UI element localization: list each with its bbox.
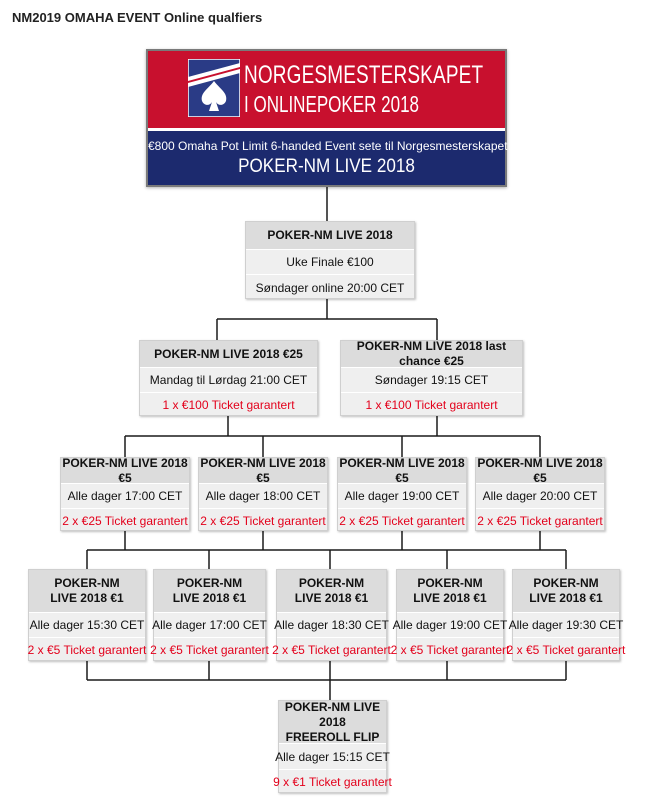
box-schedule: Alle dager 15:30 CET (29, 612, 145, 637)
box-title-line1: POKER-NM (54, 576, 120, 590)
box-title: POKER-NM LIVE 2018 (246, 222, 414, 249)
box-prize: 2 x €5 Ticket garantert (150, 637, 269, 662)
box-title: POKER-NM LIVE 2018 €1 (277, 570, 386, 612)
box-schedule: Søndager 19:15 CET (341, 367, 522, 392)
event-banner: NORGESMESTERSKAPET I ONLINEPOKER 2018 €8… (146, 49, 514, 187)
box-schedule: Mandag til Lørdag 21:00 CET (140, 367, 317, 392)
banner-main-title: POKER-NM LIVE 2018 (238, 156, 415, 177)
box-prize: 2 x €5 Ticket garantert (391, 637, 509, 662)
page-title: NM2019 OMAHA EVENT Online qualfiers (12, 10, 263, 25)
satellite-box-l4-4: POKER-NM LIVE 2018 €1 Alle dager 19:00 C… (391, 569, 509, 662)
box-schedule: Alle dager 18:00 CET (199, 483, 327, 508)
box-title-line1: POKER-NM (298, 576, 365, 590)
spade-logo-icon (188, 59, 240, 117)
satellite-box-l3-3: POKER-NM LIVE 2018 €5 Alle dager 19:00 C… (337, 455, 467, 532)
box-prize: 2 x €5 Ticket garantert (28, 637, 146, 662)
satellite-box-l4-5: POKER-NM LIVE 2018 €1 Alle dager 19:30 C… (507, 569, 625, 662)
box-title: POKER-NM LIVE 2018 €5 (476, 455, 604, 485)
box-prize: 1 x €100 Ticket garantert (341, 392, 522, 417)
banner-top: NORGESMESTERSKAPET I ONLINEPOKER 2018 (148, 51, 505, 128)
satellite-box-l4-2: POKER-NM LIVE 2018 €1 Alle dager 17:00 C… (150, 569, 269, 662)
box-prize: 2 x €25 Ticket garantert (338, 508, 466, 532)
box-title: POKER-NM LIVE 2018 €5 (61, 455, 189, 485)
box-prize: 2 x €25 Ticket garantert (199, 508, 327, 532)
satellite-box-l2-2: POKER-NM LIVE 2018 last chance €25 Sønda… (340, 339, 523, 417)
box-prize: 9 x €1 Ticket garantert (273, 769, 392, 794)
box-prize: 2 x €5 Ticket garantert (507, 637, 625, 662)
box-title-line2: LIVE 2018 €1 (294, 591, 369, 605)
box-title-line2: FREEROLL FLIP (285, 729, 380, 744)
box-prize: 2 x €5 Ticket garantert (272, 637, 391, 662)
satellite-box-l4-1: POKER-NM LIVE 2018 €1 Alle dager 15:30 C… (28, 569, 146, 661)
banner-bottom: €800 Omaha Pot Limit 6-handed Event sete… (148, 128, 514, 185)
box-schedule: Alle dager 15:15 CET (275, 743, 390, 769)
box-title: POKER-NM LIVE 2018 €1 (154, 570, 265, 612)
box-title-line1: POKER-NM (176, 576, 243, 590)
box-schedule: Alle dager 19:00 CET (338, 483, 466, 508)
box-info: Uke Finale €100 (246, 249, 414, 274)
box-title-line1: POKER-NM (417, 576, 483, 590)
box-title: POKER-NM LIVE 2018 €1 (513, 570, 619, 612)
banner-subtitle: €800 Omaha Pot Limit 6-handed Event sete… (148, 139, 514, 153)
box-title-line1: POKER-NM LIVE 2018 (284, 699, 381, 729)
satellite-box-l3-2: POKER-NM LIVE 2018 €5 Alle dager 18:00 C… (198, 455, 328, 532)
satellite-box-l3-1: POKER-NM LIVE 2018 €5 Alle dager 17:00 C… (60, 455, 190, 532)
satellite-box-l4-3: POKER-NM LIVE 2018 €1 Alle dager 18:30 C… (272, 569, 391, 662)
box-title-line2: LIVE 2018 €1 (172, 591, 247, 605)
box-schedule: Alle dager 20:00 CET (476, 483, 604, 508)
box-schedule: Alle dager 18:30 CET (274, 612, 389, 637)
box-schedule: Alle dager 19:00 CET (393, 612, 507, 637)
box-title: POKER-NM LIVE 2018 €5 (338, 455, 466, 485)
final-tournament-box: POKER-NM LIVE 2018 Uke Finale €100 Sønda… (245, 221, 415, 299)
box-schedule: Alle dager 17:00 CET (152, 612, 267, 637)
banner-title-line2: I ONLINEPOKER 2018 (244, 91, 420, 117)
box-title: POKER-NM LIVE 2018 €1 (397, 570, 503, 612)
box-title-line2: LIVE 2018 €1 (50, 591, 124, 605)
box-title: POKER-NM LIVE 2018 €1 (29, 570, 145, 612)
satellite-box-l3-4: POKER-NM LIVE 2018 €5 Alle dager 20:00 C… (475, 455, 605, 532)
box-title-line2: LIVE 2018 €1 (529, 591, 603, 605)
freeroll-box: POKER-NM LIVE 2018 FREEROLL FLIP Alle da… (273, 699, 392, 794)
box-prize: 1 x €100 Ticket garantert (140, 392, 317, 417)
box-title: POKER-NM LIVE 2018 FREEROLL FLIP (279, 699, 386, 744)
satellite-box-l2-1: POKER-NM LIVE 2018 €25 Mandag til Lørdag… (139, 340, 318, 416)
banner-title-line1: NORGESMESTERSKAPET (244, 61, 484, 89)
box-schedule: Alle dager 17:00 CET (61, 483, 189, 508)
box-prize: 2 x €25 Ticket garantert (61, 508, 189, 532)
box-title-line2: LIVE 2018 €1 (413, 591, 487, 605)
box-prize: 2 x €25 Ticket garantert (476, 508, 604, 532)
box-title-line1: POKER-NM (533, 576, 599, 590)
box-title: POKER-NM LIVE 2018 last chance €25 (341, 339, 522, 368)
box-schedule: Alle dager 19:30 CET (509, 612, 623, 637)
box-title: POKER-NM LIVE 2018 €25 (140, 341, 317, 367)
box-title: POKER-NM LIVE 2018 €5 (199, 455, 327, 485)
box-schedule: Søndager online 20:00 CET (246, 274, 414, 300)
